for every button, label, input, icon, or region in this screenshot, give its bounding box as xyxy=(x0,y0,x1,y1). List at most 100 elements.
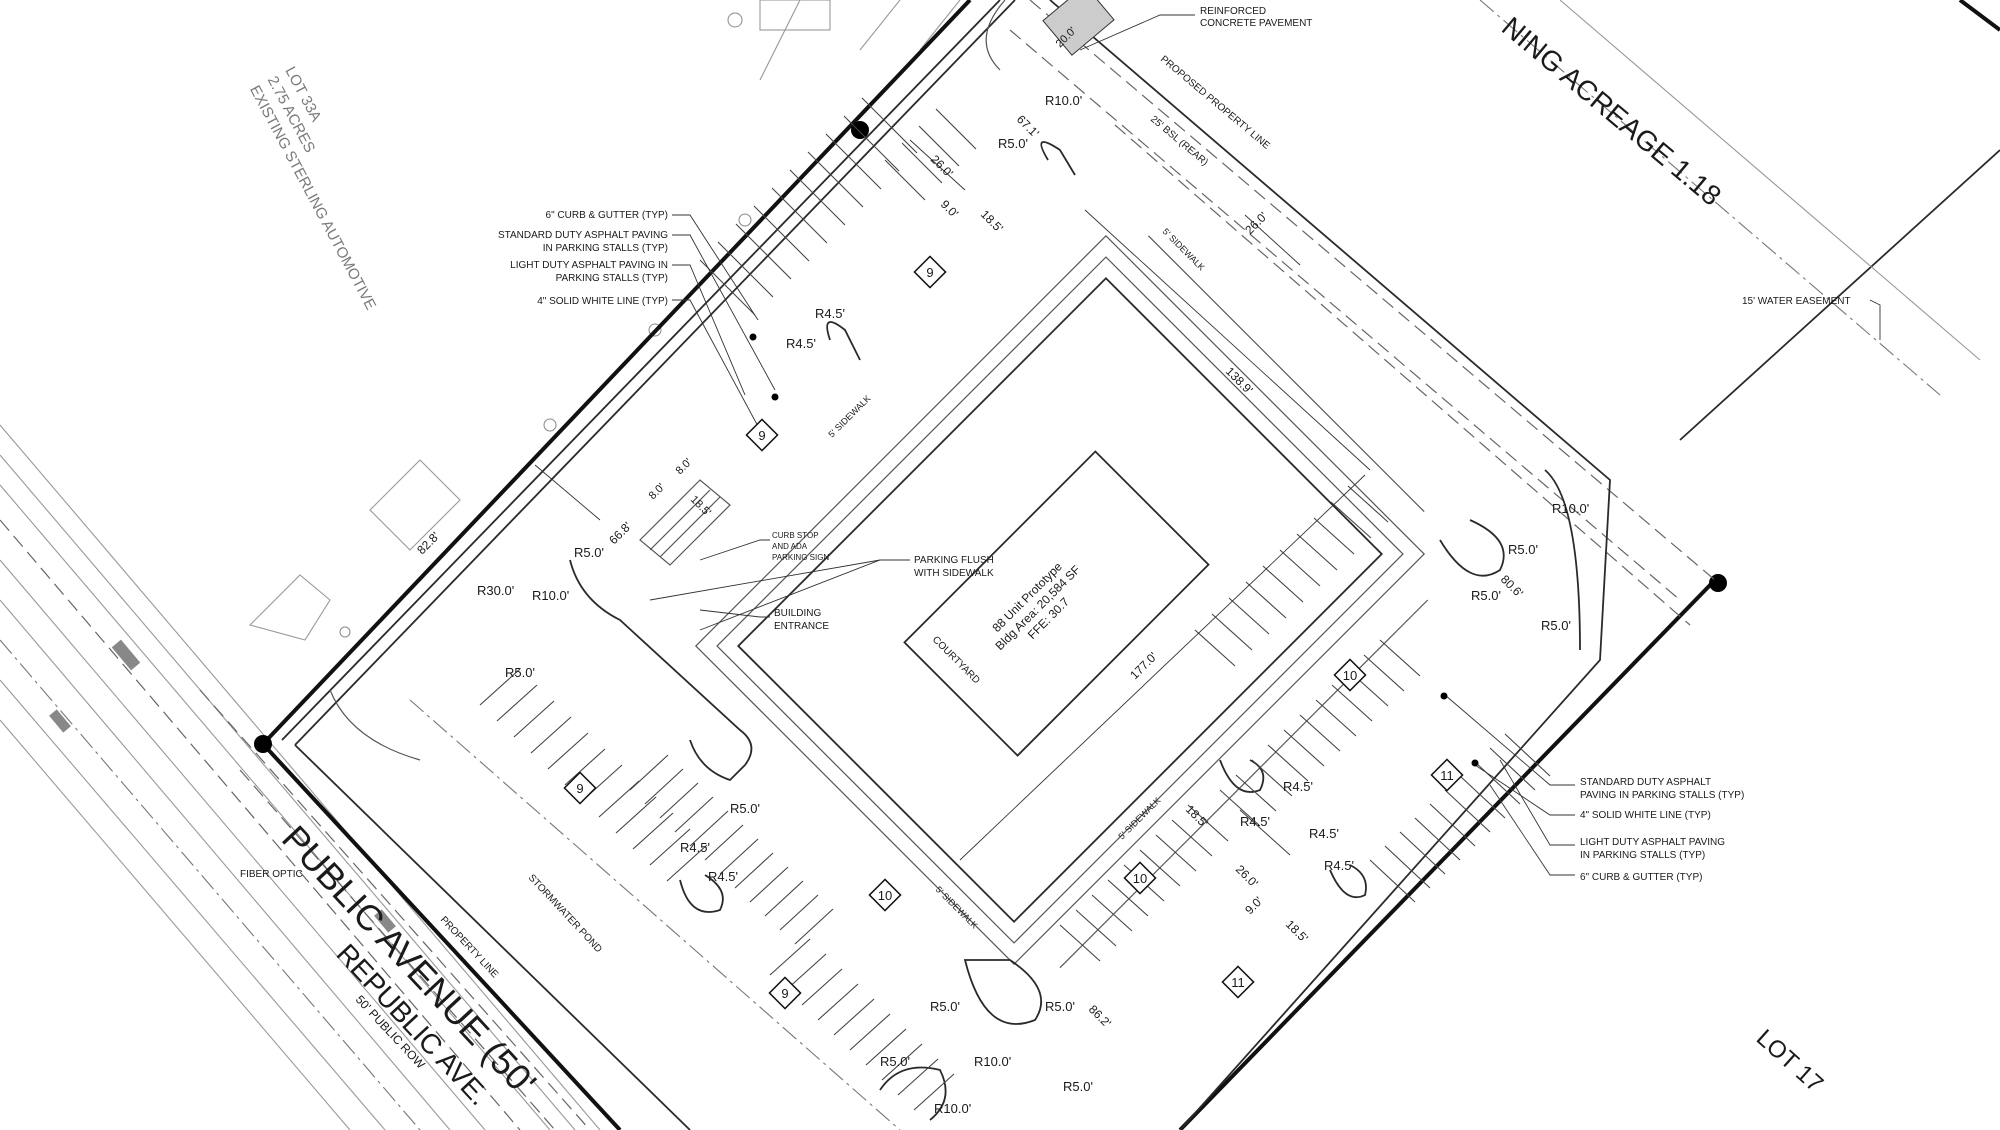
ada-stalls xyxy=(639,479,731,566)
svg-text:9.0': 9.0' xyxy=(938,197,961,220)
stall-line xyxy=(771,187,828,244)
stall-line xyxy=(881,1043,923,1081)
svg-text:STANDARD DUTY ASPHALT: STANDARD DUTY ASPHALT xyxy=(1580,777,1711,788)
stall-count-marker: 11 xyxy=(1430,758,1464,792)
courtyard-label: COURTYARD xyxy=(930,634,982,686)
svg-text:R10.0': R10.0' xyxy=(934,1101,971,1116)
svg-text:WITH SIDEWALK: WITH SIDEWALK xyxy=(914,568,994,579)
svg-text:R5.0': R5.0' xyxy=(505,665,535,680)
stall-line xyxy=(1384,845,1431,889)
svg-text:66.8': 66.8' xyxy=(606,519,634,547)
svg-text:R5.0': R5.0' xyxy=(1045,999,1075,1014)
stall-count-marker: 10 xyxy=(1333,658,1367,692)
svg-text:IN PARKING STALLS (TYP): IN PARKING STALLS (TYP) xyxy=(1580,850,1705,861)
stall-line xyxy=(865,1028,907,1066)
building-length-dim: 177.0' xyxy=(1127,649,1160,682)
stall-count-marker: 11 xyxy=(1221,965,1255,999)
stall-line xyxy=(674,796,714,833)
stall-line xyxy=(1296,533,1338,571)
svg-text:R5.0': R5.0' xyxy=(1508,542,1538,557)
stall-line xyxy=(849,1013,891,1051)
stall-line xyxy=(644,768,684,805)
stall-count-text: 10 xyxy=(878,888,892,903)
stall-line xyxy=(1279,549,1321,587)
svg-text:R4.5': R4.5' xyxy=(1283,779,1313,794)
sidewalk-label-3: 5' SIDEWALK xyxy=(1116,795,1162,841)
radius-labels: R10.0' R5.0' R4.5' R4.5' R5.0' R30.0' R1… xyxy=(477,93,1589,1116)
stall-line xyxy=(1504,733,1551,777)
stall-line xyxy=(1379,639,1421,677)
stall-line xyxy=(1262,565,1304,603)
svg-text:R4.5': R4.5' xyxy=(1240,814,1270,829)
svg-text:R5.0': R5.0' xyxy=(1541,618,1571,633)
lot-17-label: LOT 17 xyxy=(1751,1024,1828,1097)
notes-right: STANDARD DUTY ASPHALT PAVING IN PARKING … xyxy=(1580,777,1744,883)
svg-text:PARKING FLUSH: PARKING FLUSH xyxy=(914,555,994,566)
stall-line xyxy=(1414,817,1461,861)
stall-line xyxy=(769,938,811,976)
note-leaders xyxy=(649,14,1881,876)
stall-line xyxy=(1211,613,1253,651)
stall-line xyxy=(1219,789,1261,827)
svg-text:R10.0': R10.0' xyxy=(1552,501,1589,516)
svg-text:R5.0': R5.0' xyxy=(930,999,960,1014)
proposed-lines xyxy=(1009,0,1981,626)
stall-count-text: 11 xyxy=(1440,768,1454,783)
stall-line xyxy=(901,142,943,184)
svg-text:18.5': 18.5' xyxy=(688,494,713,519)
svg-text:6" CURB & GUTTER (TYP): 6" CURB & GUTTER (TYP) xyxy=(546,210,668,221)
svg-text:R5.0': R5.0' xyxy=(574,545,604,560)
stall-line xyxy=(1139,849,1181,887)
notes-left: 6" CURB & GUTTER (TYP) STANDARD DUTY ASP… xyxy=(498,210,668,307)
stall-line xyxy=(1429,803,1476,847)
stall-line xyxy=(1315,699,1357,737)
stall-count-text: 10 xyxy=(1133,871,1147,886)
stall-count-marker: 9 xyxy=(768,976,802,1010)
svg-text:LIGHT DUTY ASPHALT PAVING IN: LIGHT DUTY ASPHALT PAVING IN xyxy=(510,260,668,271)
stall-line xyxy=(666,844,708,882)
stall-line xyxy=(1347,485,1389,523)
building-label: 88 Unit Prototype Bldg Area: 20,584 SF F… xyxy=(989,559,1083,653)
svg-text:26.0': 26.0' xyxy=(1242,209,1270,237)
stall-line xyxy=(861,97,918,154)
svg-text:18.5': 18.5' xyxy=(1183,802,1211,830)
svg-text:R10.0': R10.0' xyxy=(532,588,569,603)
svg-text:18.5': 18.5' xyxy=(1283,917,1311,945)
stall-line xyxy=(564,748,606,786)
existing-lot-features xyxy=(248,0,961,641)
svg-text:AND ADA: AND ADA xyxy=(772,542,808,551)
stall-line xyxy=(1228,597,1270,635)
water-easement-label: 15' WATER EASEMENT xyxy=(1742,296,1851,307)
svg-text:26.0': 26.0' xyxy=(1233,862,1261,890)
stall-line xyxy=(825,133,882,190)
bsl-rear-label: 25' BSL (REAR) xyxy=(1148,114,1210,168)
stall-line xyxy=(801,968,843,1006)
stall-line xyxy=(1187,804,1229,842)
stall-line xyxy=(1444,789,1491,833)
stall-line xyxy=(659,782,699,819)
sidewalk-label-1: 5' SIDEWALK xyxy=(826,393,872,439)
dimension-lines xyxy=(534,0,1371,861)
svg-text:R4.5': R4.5' xyxy=(1324,858,1354,873)
stall-line xyxy=(913,1073,955,1111)
svg-text:R4.5': R4.5' xyxy=(680,840,710,855)
parking-islands xyxy=(569,141,1581,1121)
svg-text:PAVING IN PARKING STALLS (TYP): PAVING IN PARKING STALLS (TYP) xyxy=(1580,790,1744,801)
sidewalk-label-4: 5' SIDEWALK xyxy=(934,884,980,930)
stall-line xyxy=(789,169,846,226)
svg-text:R5.0': R5.0' xyxy=(730,801,760,816)
stall-count-text: 9 xyxy=(781,986,788,1001)
stall-line xyxy=(1091,894,1133,932)
stall-line xyxy=(615,796,657,834)
stall-line xyxy=(1107,879,1149,917)
svg-text:R5.0': R5.0' xyxy=(1471,588,1501,603)
stall-line xyxy=(1459,775,1506,819)
svg-text:4" SOLID WHITE LINE (TYP): 4" SOLID WHITE LINE (TYP) xyxy=(1580,810,1711,821)
svg-text:R5.0': R5.0' xyxy=(880,1054,910,1069)
stall-line xyxy=(935,108,977,150)
stall-line xyxy=(1399,831,1446,875)
stall-line xyxy=(1313,517,1355,555)
stall-line xyxy=(1251,759,1293,797)
stall-line xyxy=(1075,909,1117,947)
stall-line xyxy=(897,1058,939,1096)
